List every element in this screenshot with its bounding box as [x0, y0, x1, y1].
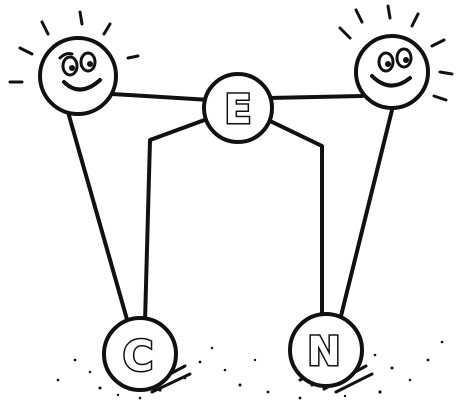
- atom-label-e: E: [224, 87, 251, 133]
- atom-label-n: N: [307, 329, 340, 375]
- atom-node-n: N: [290, 314, 362, 386]
- atom-node-e: E: [204, 74, 272, 142]
- smiling-head-right-icon: [356, 36, 428, 108]
- atom-label-c: C: [123, 332, 154, 381]
- smiling-head-left-icon: [40, 38, 116, 114]
- atom-node-c: C: [104, 318, 176, 390]
